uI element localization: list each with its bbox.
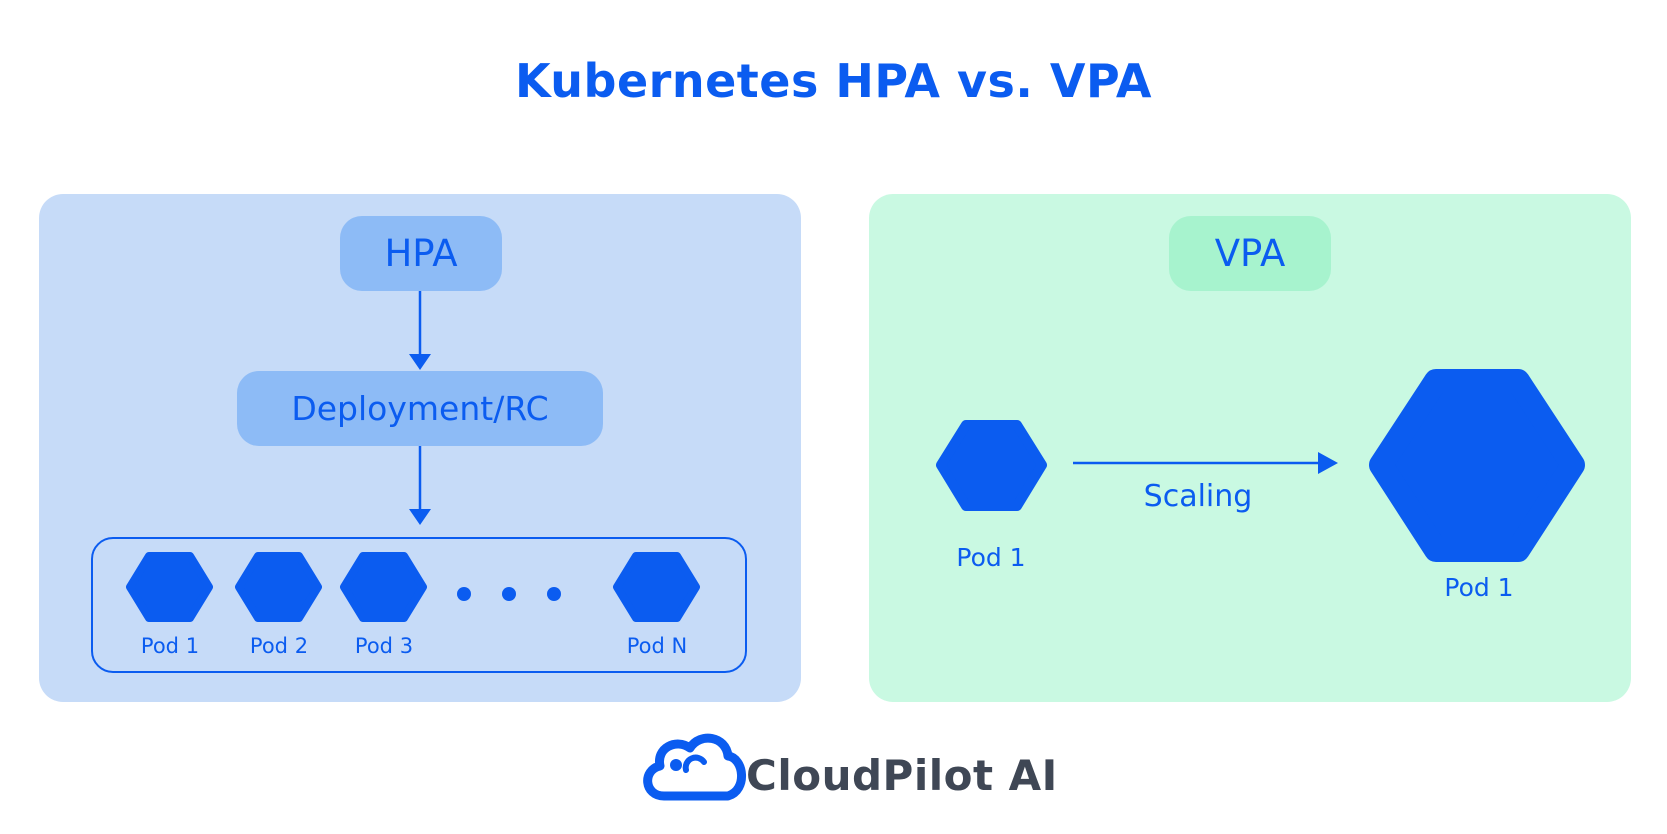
hpa-pods-group <box>91 537 747 673</box>
brand: CloudPilot AI <box>646 744 1058 806</box>
arrowhead-deployment-to-pods <box>409 509 431 525</box>
vpa-small-pod-hexagon <box>936 420 1047 511</box>
pod-2-hexagon <box>235 552 322 622</box>
deployment-rc-label: Deployment/RC <box>291 389 549 428</box>
ellipsis-dot <box>547 587 561 601</box>
pod-2-label: Pod 2 <box>249 634 309 658</box>
ellipsis-dot <box>457 587 471 601</box>
vpa-small-pod-label: Pod 1 <box>956 543 1026 572</box>
pod-3-hexagon <box>340 552 427 622</box>
pod-n-hexagon <box>613 552 700 622</box>
pod-3-label: Pod 3 <box>354 634 414 658</box>
scaling-arrowhead <box>1318 452 1338 474</box>
hpa-node: HPA <box>340 216 502 291</box>
cloudpilot-logo-icon <box>643 733 746 801</box>
vpa-large-pod-label: Pod 1 <box>1444 573 1514 602</box>
vpa-node: VPA <box>1169 216 1331 291</box>
arrowhead-hpa-to-deployment <box>409 354 431 370</box>
scaling-label: Scaling <box>1143 479 1253 514</box>
vpa-large-pod-hexagon <box>1369 369 1585 562</box>
vpa-node-label: VPA <box>1214 232 1286 275</box>
diagram-title: Kubernetes HPA vs. VPA <box>514 54 1153 108</box>
pod-1-label: Pod 1 <box>140 634 200 658</box>
pod-n-label: Pod N <box>626 634 688 658</box>
pod-1-hexagon <box>126 552 213 622</box>
hpa-node-label: HPA <box>384 232 458 275</box>
ellipsis-dot <box>502 587 516 601</box>
deployment-rc-node: Deployment/RC <box>237 371 603 446</box>
brand-name: CloudPilot AI <box>746 750 1058 800</box>
